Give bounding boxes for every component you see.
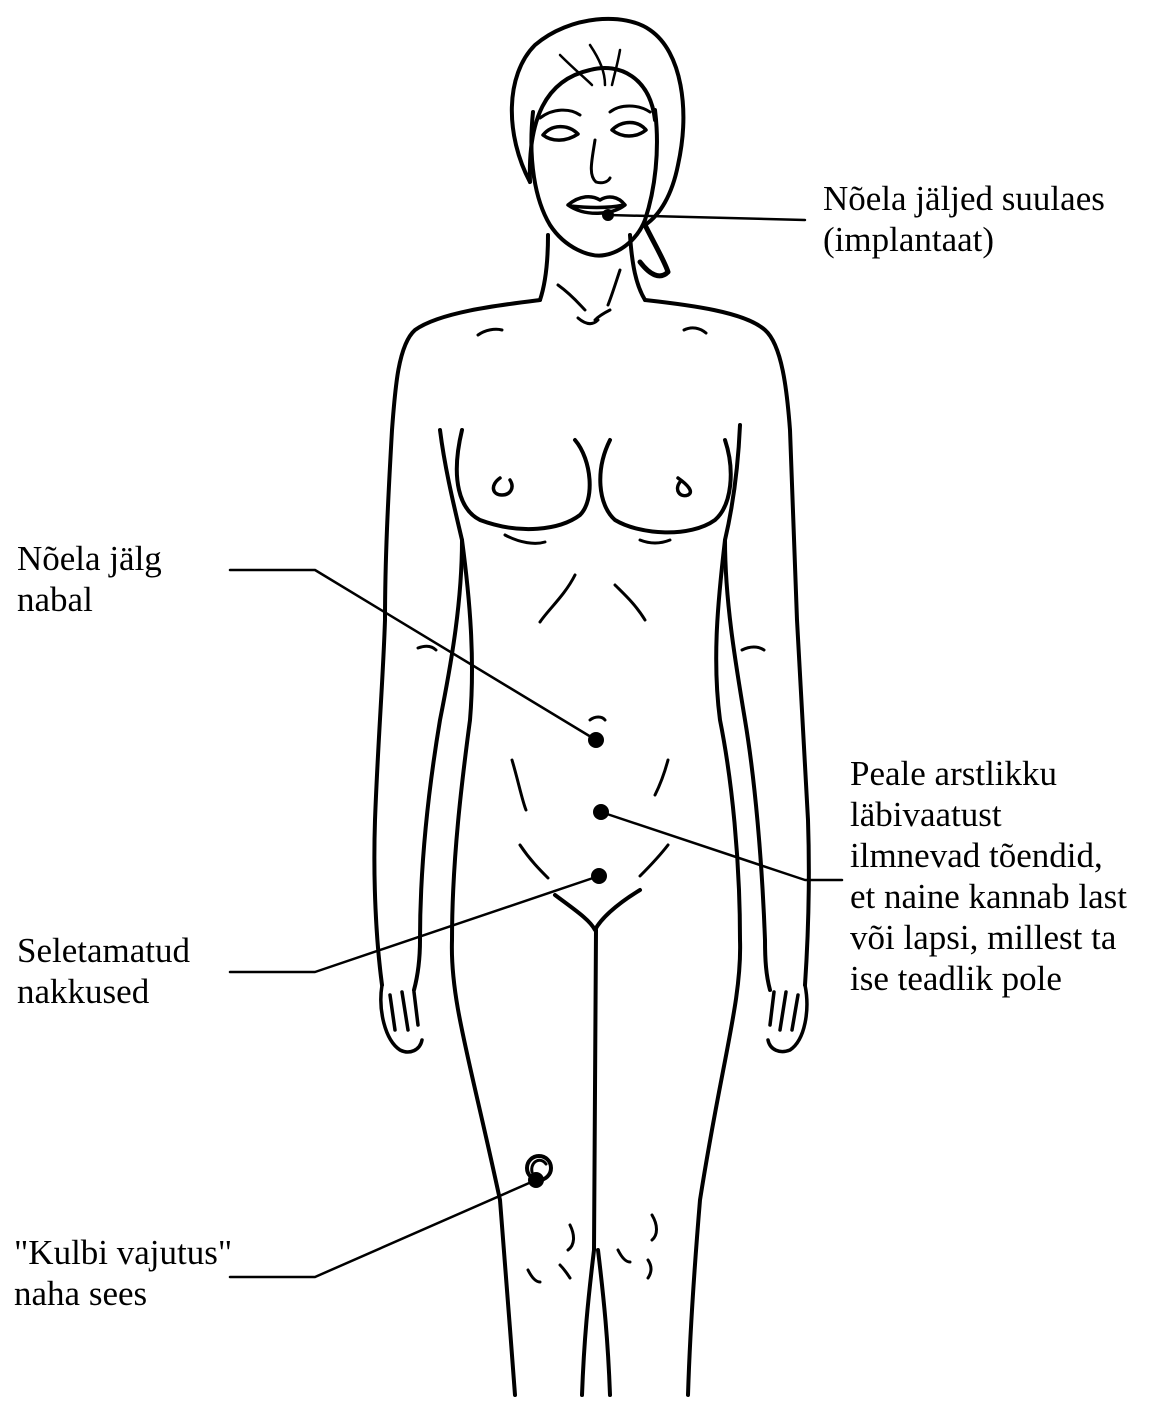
- label-line: või lapsi, millest ta: [850, 917, 1127, 958]
- neck: [540, 235, 645, 300]
- lips: [568, 197, 625, 214]
- leader-scoop: [230, 1180, 536, 1277]
- leader-infect: [230, 876, 599, 972]
- ponytail: [640, 225, 668, 276]
- label-line: Nõela jälg: [17, 538, 162, 579]
- label-line: läbivaatust: [850, 794, 1127, 835]
- nose: [591, 140, 610, 183]
- label-line: nakkused: [17, 971, 190, 1012]
- groin: [555, 890, 640, 930]
- label-line: Nõela jäljed suulaes: [823, 178, 1105, 219]
- left-hip: [452, 540, 515, 1395]
- leader-exam: [601, 812, 842, 880]
- left-inner-arm: [414, 430, 462, 990]
- leader-mouth: [608, 215, 805, 220]
- torso-right-outline: [645, 300, 809, 985]
- label-line: et naine kannab last: [850, 876, 1127, 917]
- scoop-mark-inner: [532, 1160, 546, 1172]
- label-line: Seletamatud: [17, 930, 190, 971]
- face: [531, 110, 657, 256]
- inner-legs: [582, 930, 610, 1395]
- leader-navel: [230, 570, 596, 740]
- label-line: ise teadlik pole: [850, 958, 1127, 999]
- navel-mark: [590, 717, 605, 720]
- label-line: naha sees: [14, 1273, 232, 1314]
- label-line: (implantaat): [823, 219, 1105, 260]
- left-hand: [381, 985, 422, 1052]
- right-eye: [612, 123, 646, 137]
- label-unexplained-infections: Seletamatud nakkused: [17, 930, 190, 1012]
- label-line: "Kulbi vajutus": [14, 1232, 232, 1273]
- label-line: nabal: [17, 579, 162, 620]
- label-palate-needle-marks: Nõela jäljed suulaes (implantaat): [823, 178, 1105, 260]
- torso-left-outline: [374, 300, 540, 985]
- right-breast: [600, 440, 730, 532]
- nipples: [493, 478, 690, 496]
- label-scoop-mark: "Kulbi vajutus" naha sees: [14, 1232, 232, 1314]
- label-line: ilmnevad tõendid,: [850, 835, 1127, 876]
- label-navel-needle-mark: Nõela jälg nabal: [17, 538, 162, 620]
- label-line: Peale arstlikku: [850, 753, 1127, 794]
- under-bust: [505, 535, 670, 543]
- pelvis-lines: [512, 760, 668, 878]
- ribs: [540, 575, 645, 622]
- left-eye: [543, 127, 578, 141]
- right-inner-arm: [725, 425, 770, 990]
- brows: [540, 106, 650, 118]
- label-medical-exam-evidence: Peale arstlikku läbivaatust ilmnevad tõe…: [850, 753, 1127, 999]
- right-hip: [688, 540, 740, 1395]
- left-breast: [457, 430, 590, 529]
- right-hand: [768, 985, 807, 1052]
